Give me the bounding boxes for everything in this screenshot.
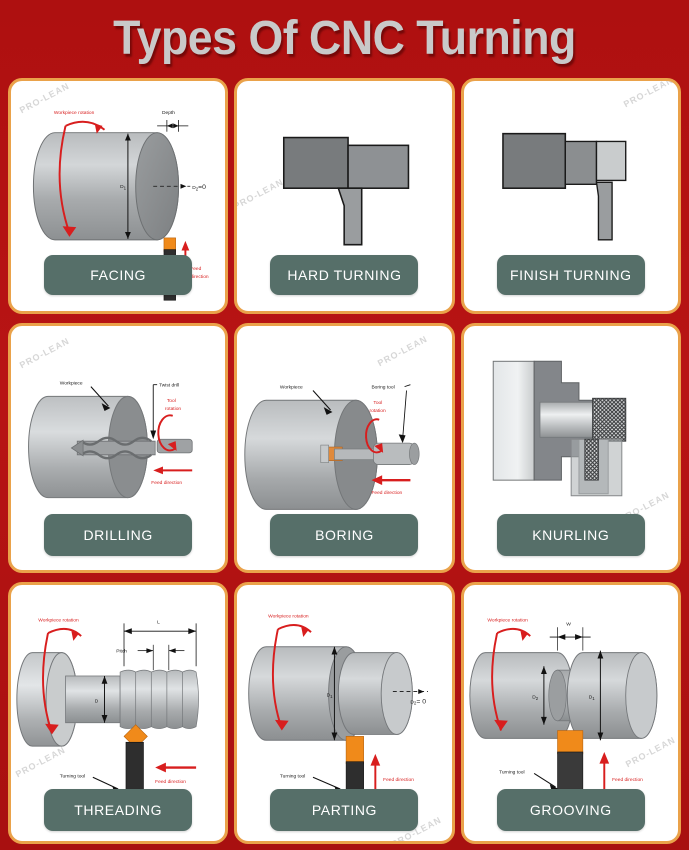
card-knurling[interactable]: PRO-LEAN KNURLING: [460, 323, 681, 573]
figure-knurling: [464, 326, 678, 570]
svg-text:D: D: [95, 698, 99, 704]
svg-text:D1: D1: [588, 694, 595, 700]
svg-text:Workpiece: Workpiece: [280, 385, 303, 391]
page-title: Types Of CNC Turning: [113, 12, 576, 65]
card-label-parting: PARTING: [270, 789, 419, 831]
svg-text:rotation: rotation: [370, 408, 387, 414]
svg-text:Pitch: Pitch: [116, 649, 127, 655]
card-parting[interactable]: Workpiece rotation D1 D2= 0 Feed directi…: [234, 582, 455, 844]
svg-text:direction: direction: [190, 274, 209, 280]
card-label-drilling: DRILLING: [44, 514, 193, 556]
svg-text:D1: D1: [120, 184, 127, 190]
svg-text:Turning tool: Turning tool: [60, 773, 85, 779]
card-threading[interactable]: Workpiece rotation L Pitch D: [8, 582, 229, 844]
figure-grooving: Workpiece rotation W D2 D1 F: [464, 585, 678, 841]
svg-text:L: L: [157, 619, 160, 625]
card-drilling[interactable]: Workpiece Twist drill Tool rotation: [8, 323, 229, 573]
svg-text:Feed direction: Feed direction: [383, 777, 414, 783]
svg-text:Workpiece rotation: Workpiece rotation: [38, 617, 79, 623]
card-facing[interactable]: Workpiece rotation D1 Depth D2=0: [8, 78, 229, 314]
figure-threading: Workpiece rotation L Pitch D: [11, 585, 225, 841]
cards-grid: Workpiece rotation D1 Depth D2=0: [8, 78, 681, 844]
card-finish-turning[interactable]: PRO-LEAN FINISH TURNING: [460, 78, 681, 314]
figure-finish-turning: [464, 81, 678, 311]
card-label-hard-turning: HARD TURNING: [270, 255, 419, 295]
card-grooving[interactable]: Workpiece rotation W D2 D1 F: [460, 582, 681, 844]
svg-text:Workpiece rotation: Workpiece rotation: [487, 617, 528, 623]
svg-text:Tool: Tool: [167, 398, 176, 404]
svg-text:Feed direction: Feed direction: [612, 777, 643, 783]
card-boring[interactable]: Workpiece Boring tool Tool rotation: [234, 323, 455, 573]
card-label-threading: THREADING: [44, 789, 193, 831]
card-label-facing: FACING: [44, 255, 193, 295]
svg-text:D2: D2: [532, 694, 539, 700]
figure-drilling: Workpiece Twist drill Tool rotation: [11, 326, 225, 570]
svg-text:W: W: [566, 621, 571, 627]
svg-text:Boring tool: Boring tool: [372, 385, 395, 391]
svg-text:Twist drill: Twist drill: [159, 383, 179, 389]
svg-text:Workpiece: Workpiece: [60, 381, 83, 387]
card-hard-turning[interactable]: PRO-LEAN HARD TURNING: [234, 78, 455, 314]
figure-hard-turning: [237, 81, 451, 311]
svg-text:D2=0: D2=0: [192, 184, 206, 191]
svg-text:Depth: Depth: [162, 110, 175, 116]
card-label-grooving: GROOVING: [496, 789, 645, 831]
svg-text:Turning tool: Turning tool: [499, 769, 524, 775]
svg-text:D2= 0: D2= 0: [411, 698, 427, 705]
figure-boring: Workpiece Boring tool Tool rotation: [237, 326, 451, 570]
card-label-finish-turning: FINISH TURNING: [496, 255, 645, 295]
svg-text:Workpiece rotation: Workpiece rotation: [269, 614, 310, 620]
svg-text:Feed: Feed: [190, 266, 201, 272]
svg-text:Workpiece rotation: Workpiece rotation: [54, 110, 95, 116]
svg-text:Feed direction: Feed direction: [151, 480, 182, 486]
card-label-knurling: KNURLING: [496, 514, 645, 556]
figure-facing: Workpiece rotation D1 Depth D2=0: [11, 81, 225, 311]
svg-text:rotation: rotation: [165, 406, 182, 412]
svg-text:Turning tool: Turning tool: [280, 773, 305, 779]
svg-text:Feed direction: Feed direction: [372, 490, 403, 496]
card-label-boring: BORING: [270, 514, 419, 556]
svg-text:Feed direction: Feed direction: [155, 779, 186, 785]
svg-text:D1: D1: [327, 692, 334, 698]
svg-text:Tool: Tool: [374, 400, 383, 406]
